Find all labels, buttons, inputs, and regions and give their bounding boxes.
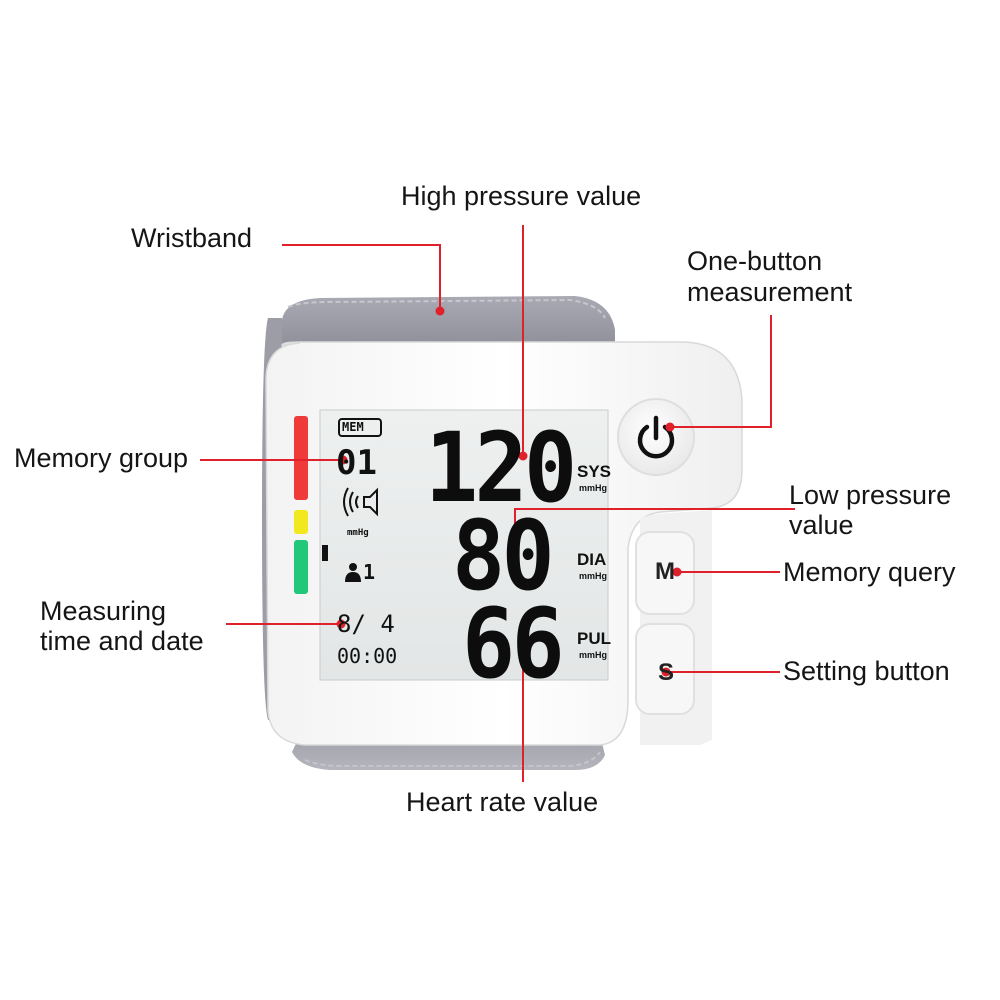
mem-badge-frame [338,418,382,437]
memory-number: 01 [336,443,377,483]
user-number: 1 [363,560,376,584]
label-memory-query: Memory query [783,557,956,587]
lcd-unit-small: mmHg [347,528,369,538]
label-low-pressure-line1: Low pressure [789,480,952,510]
label-one-button-line2: measurement [687,277,853,307]
label-setting-button: Setting button [783,656,950,686]
label-one-button-line1: One-button [687,246,823,276]
color-indicator-bar [294,416,308,594]
indicator-red [294,416,308,500]
label-heart-rate: Heart rate value [406,787,599,817]
label-wristband: Wristband [131,223,253,253]
dia-label: DIA [577,550,607,569]
m-button-label[interactable]: M [655,558,675,585]
label-measuring-line1: Measuring [40,596,167,626]
systolic-value: 120 [425,412,577,524]
pulse-value: 66 [462,588,565,700]
leader-one-button [670,315,772,428]
power-icon [637,415,675,459]
indicator-yellow [294,510,308,534]
label-low-pressure-line2: value [789,510,854,540]
s-button-label[interactable]: S [658,659,675,686]
lcd-panel [319,409,609,681]
speaker-icon [343,487,378,517]
label-measuring-line2: time and date [40,626,204,656]
leader-lines [200,225,795,782]
date-display: 8/ 4 [337,610,395,638]
leader-wristband [282,244,441,311]
indicator-green [294,540,308,594]
leader-dots [336,306,682,677]
person-icon [345,563,361,582]
power-button[interactable] [617,398,695,476]
lcd-bar-mark [322,545,328,561]
pul-label: PUL [577,629,611,648]
time-display: 00:00 [337,644,398,668]
pul-unit: mmHg [579,650,608,660]
leader-low-pressure [514,508,795,549]
label-high-pressure: High pressure value [401,181,642,211]
mem-badge: MEM [342,420,364,434]
label-memory-group: Memory group [14,443,189,473]
sys-label: SYS [577,462,612,481]
diastolic-value: 80 [452,500,555,612]
sys-unit: mmHg [579,483,608,493]
dia-unit: mmHg [579,571,608,581]
